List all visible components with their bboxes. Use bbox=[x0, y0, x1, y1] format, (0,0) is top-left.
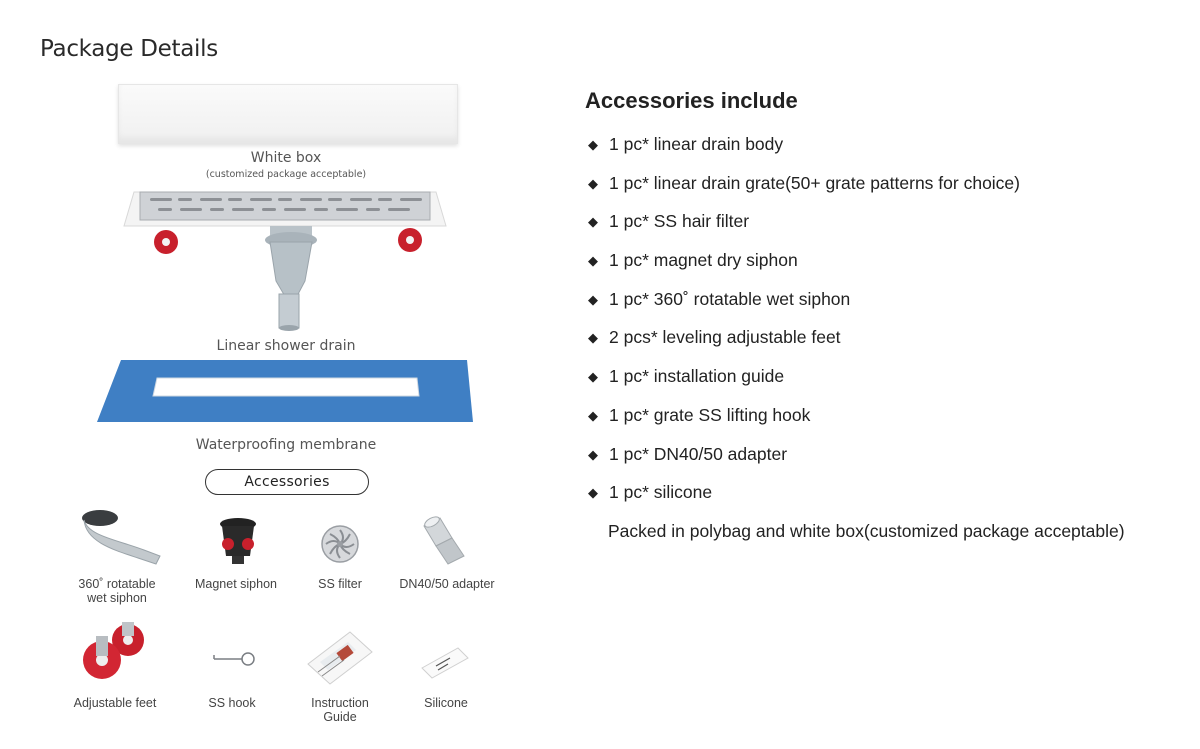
item-caption: SS hook bbox=[182, 696, 282, 710]
white-box-label: White box bbox=[250, 150, 322, 166]
list-item: ◆ 2 pcs* leveling adjustable feet bbox=[588, 327, 1020, 366]
list-item: ◆ 1 pc* installation guide bbox=[588, 366, 1020, 405]
linear-drain-image bbox=[123, 191, 447, 331]
list-item-text: 1 pc* linear drain body bbox=[609, 134, 784, 154]
guide-icon bbox=[307, 631, 373, 685]
item-caption-line2: wet siphon bbox=[87, 591, 147, 605]
item-caption: Adjustable feet bbox=[60, 696, 170, 710]
item-caption-line2: Guide bbox=[323, 710, 357, 724]
item-caption-line1: Instruction bbox=[311, 696, 369, 710]
diamond-bullet-icon: ◆ bbox=[588, 175, 598, 191]
diamond-bullet-icon: ◆ bbox=[588, 446, 598, 462]
list-item-text: 1 pc* SS hair filter bbox=[609, 211, 750, 232]
accessories-pill: Accessories bbox=[205, 469, 369, 495]
item-caption-line1: DN40/50 adapter bbox=[399, 577, 495, 591]
feet-icon bbox=[83, 622, 144, 679]
item-caption: 360˚ rotatable wet siphon bbox=[62, 577, 172, 605]
list-item-text: 1 pc* installation guide bbox=[609, 366, 785, 387]
diamond-bullet-icon: ◆ bbox=[588, 214, 598, 230]
packed-note: Packed in polybag and white box(customiz… bbox=[608, 521, 1125, 541]
list-item: ◆ 1 pc* silicone bbox=[588, 482, 1020, 521]
diamond-bullet-icon: ◆ bbox=[588, 137, 598, 152]
hook-icon bbox=[213, 652, 255, 666]
wet-siphon-icon bbox=[82, 510, 161, 565]
membrane-image bbox=[97, 360, 473, 422]
list-item: ◆ 1 pc* linear drain grate(50+ grate patt… bbox=[588, 173, 1020, 212]
list-item: ◆ 1 pc* linear drain body bbox=[588, 134, 1020, 173]
magnet-siphon-icon bbox=[220, 518, 256, 564]
item-caption: Magnet siphon bbox=[180, 577, 292, 591]
item-caption: Silicone bbox=[396, 696, 496, 710]
list-item-text: 1 pc* silicone bbox=[609, 482, 713, 503]
item-caption-line1: SS filter bbox=[318, 577, 362, 591]
diamond-bullet-icon: ◆ bbox=[588, 407, 598, 423]
item-caption-line1: Silicone bbox=[424, 696, 468, 710]
item-caption-line1: SS hook bbox=[208, 696, 256, 710]
diamond-bullet-icon: ◆ bbox=[588, 330, 598, 346]
list-item: ◆ 1 pc* DN40/50 adapter bbox=[588, 444, 1020, 483]
diamond-bullet-icon: ◆ bbox=[588, 291, 598, 307]
diamond-bullet-icon: ◆ bbox=[588, 485, 598, 501]
item-caption-line1: Adjustable feet bbox=[73, 696, 157, 710]
list-item: ◆ 1 pc* grate SS lifting hook bbox=[588, 405, 1020, 444]
accessories-list: ◆ 1 pc* linear drain body ◆ 1 pc* linear d… bbox=[588, 134, 1020, 521]
membrane-label: Waterproofing membrane bbox=[195, 437, 377, 453]
white-box-image bbox=[118, 84, 458, 144]
item-caption-line1: Magnet siphon bbox=[194, 577, 277, 591]
diamond-bullet-icon: ◆ bbox=[588, 253, 598, 269]
silicone-icon bbox=[421, 647, 469, 679]
list-item-text: 2 pcs* leveling adjustable feet bbox=[609, 327, 841, 348]
diamond-bullet-icon: ◆ bbox=[588, 369, 598, 385]
item-caption: DN40/50 adapter bbox=[392, 577, 502, 591]
list-item: ◆ 1 pc* SS hair filter bbox=[588, 211, 1020, 250]
list-item: ◆ 1 pc* magnet dry siphon bbox=[588, 250, 1020, 289]
list-item-text: 1 pc* magnet dry siphon bbox=[609, 250, 798, 271]
item-caption: SS filter bbox=[290, 577, 390, 591]
filter-icon bbox=[321, 525, 359, 563]
page-title: Package Details bbox=[40, 36, 218, 62]
list-item: ◆ 1 pc* 360˚ rotatable wet siphon bbox=[588, 289, 1020, 328]
list-item-text: 1 pc* grate SS lifting hook bbox=[609, 404, 811, 425]
white-box-note: (customized package acceptable) bbox=[205, 169, 367, 180]
list-item-text: 1 pc* linear drain grate(50+ grate patte… bbox=[609, 172, 1020, 193]
drain-label: Linear shower drain bbox=[216, 338, 356, 354]
accessories-title: Accessories include bbox=[585, 88, 798, 113]
list-item-text: 1 pc* DN40/50 adapter bbox=[609, 443, 788, 464]
item-caption-line1: 360˚ rotatable bbox=[78, 577, 156, 591]
list-item-text: 1 pc* 360˚ rotatable wet siphon bbox=[609, 288, 851, 309]
adapter-icon bbox=[423, 516, 465, 565]
item-caption: Instruction Guide bbox=[290, 696, 390, 724]
